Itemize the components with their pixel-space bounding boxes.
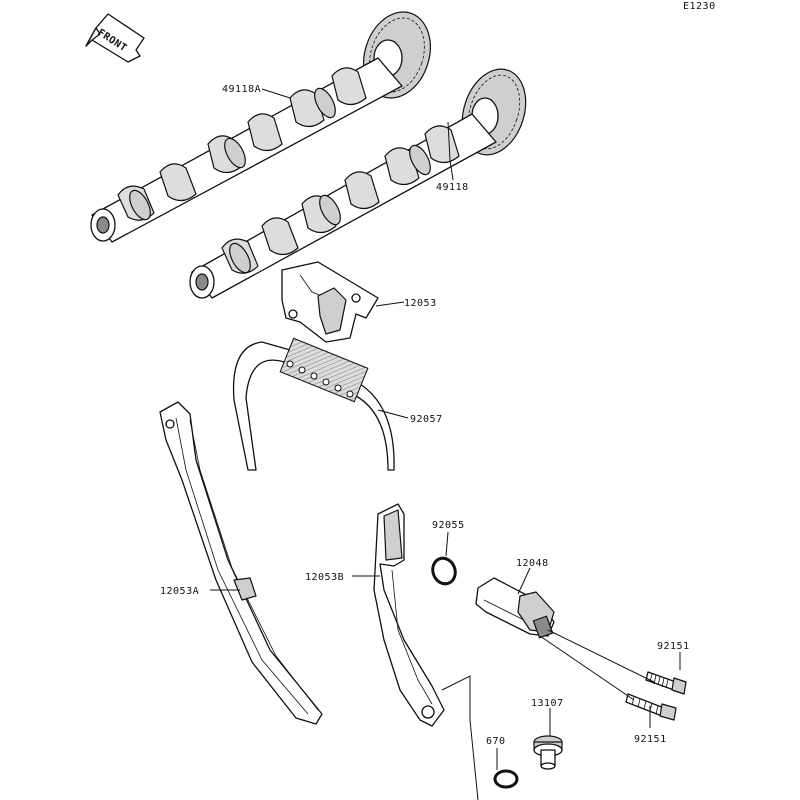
- label-92151-lower: 92151: [634, 734, 667, 745]
- label-92057: 92057: [410, 414, 443, 425]
- label-12053a: 12053A: [160, 586, 199, 597]
- label-670: 670: [486, 736, 506, 747]
- label-49118: 49118: [436, 182, 469, 193]
- pivot-bolt[interactable]: [533, 735, 563, 770]
- leader-lines: [210, 88, 681, 800]
- label-12053: 12053: [404, 298, 437, 309]
- diagram-code: E1230: [683, 1, 716, 12]
- oring-tensioner[interactable]: [429, 555, 459, 587]
- chain-guide-right[interactable]: [373, 503, 445, 727]
- label-92151-upper: 92151: [657, 641, 690, 652]
- chain-links: [279, 337, 369, 403]
- camshaft-exhaust[interactable]: [189, 61, 536, 299]
- bolt-upper[interactable]: [645, 671, 687, 695]
- tensioner[interactable]: [475, 577, 555, 639]
- label-49118a: 49118A: [222, 84, 261, 95]
- part-labels: 49118A 49118 12053 92057 12053A 12053B 9…: [160, 84, 690, 747]
- chain-guide-upper[interactable]: [281, 261, 379, 343]
- label-13107: 13107: [531, 698, 564, 709]
- label-92055: 92055: [432, 520, 465, 531]
- label-12053b: 12053B: [305, 572, 344, 583]
- chain-guide-left[interactable]: [159, 401, 323, 725]
- front-arrow-icon: FRONT: [85, 13, 145, 63]
- label-12048: 12048: [516, 558, 549, 569]
- camshaft-intake[interactable]: [90, 3, 441, 243]
- bolt-lower[interactable]: [625, 693, 677, 721]
- oring-small[interactable]: [493, 769, 519, 789]
- cam-chain[interactable]: [232, 337, 395, 471]
